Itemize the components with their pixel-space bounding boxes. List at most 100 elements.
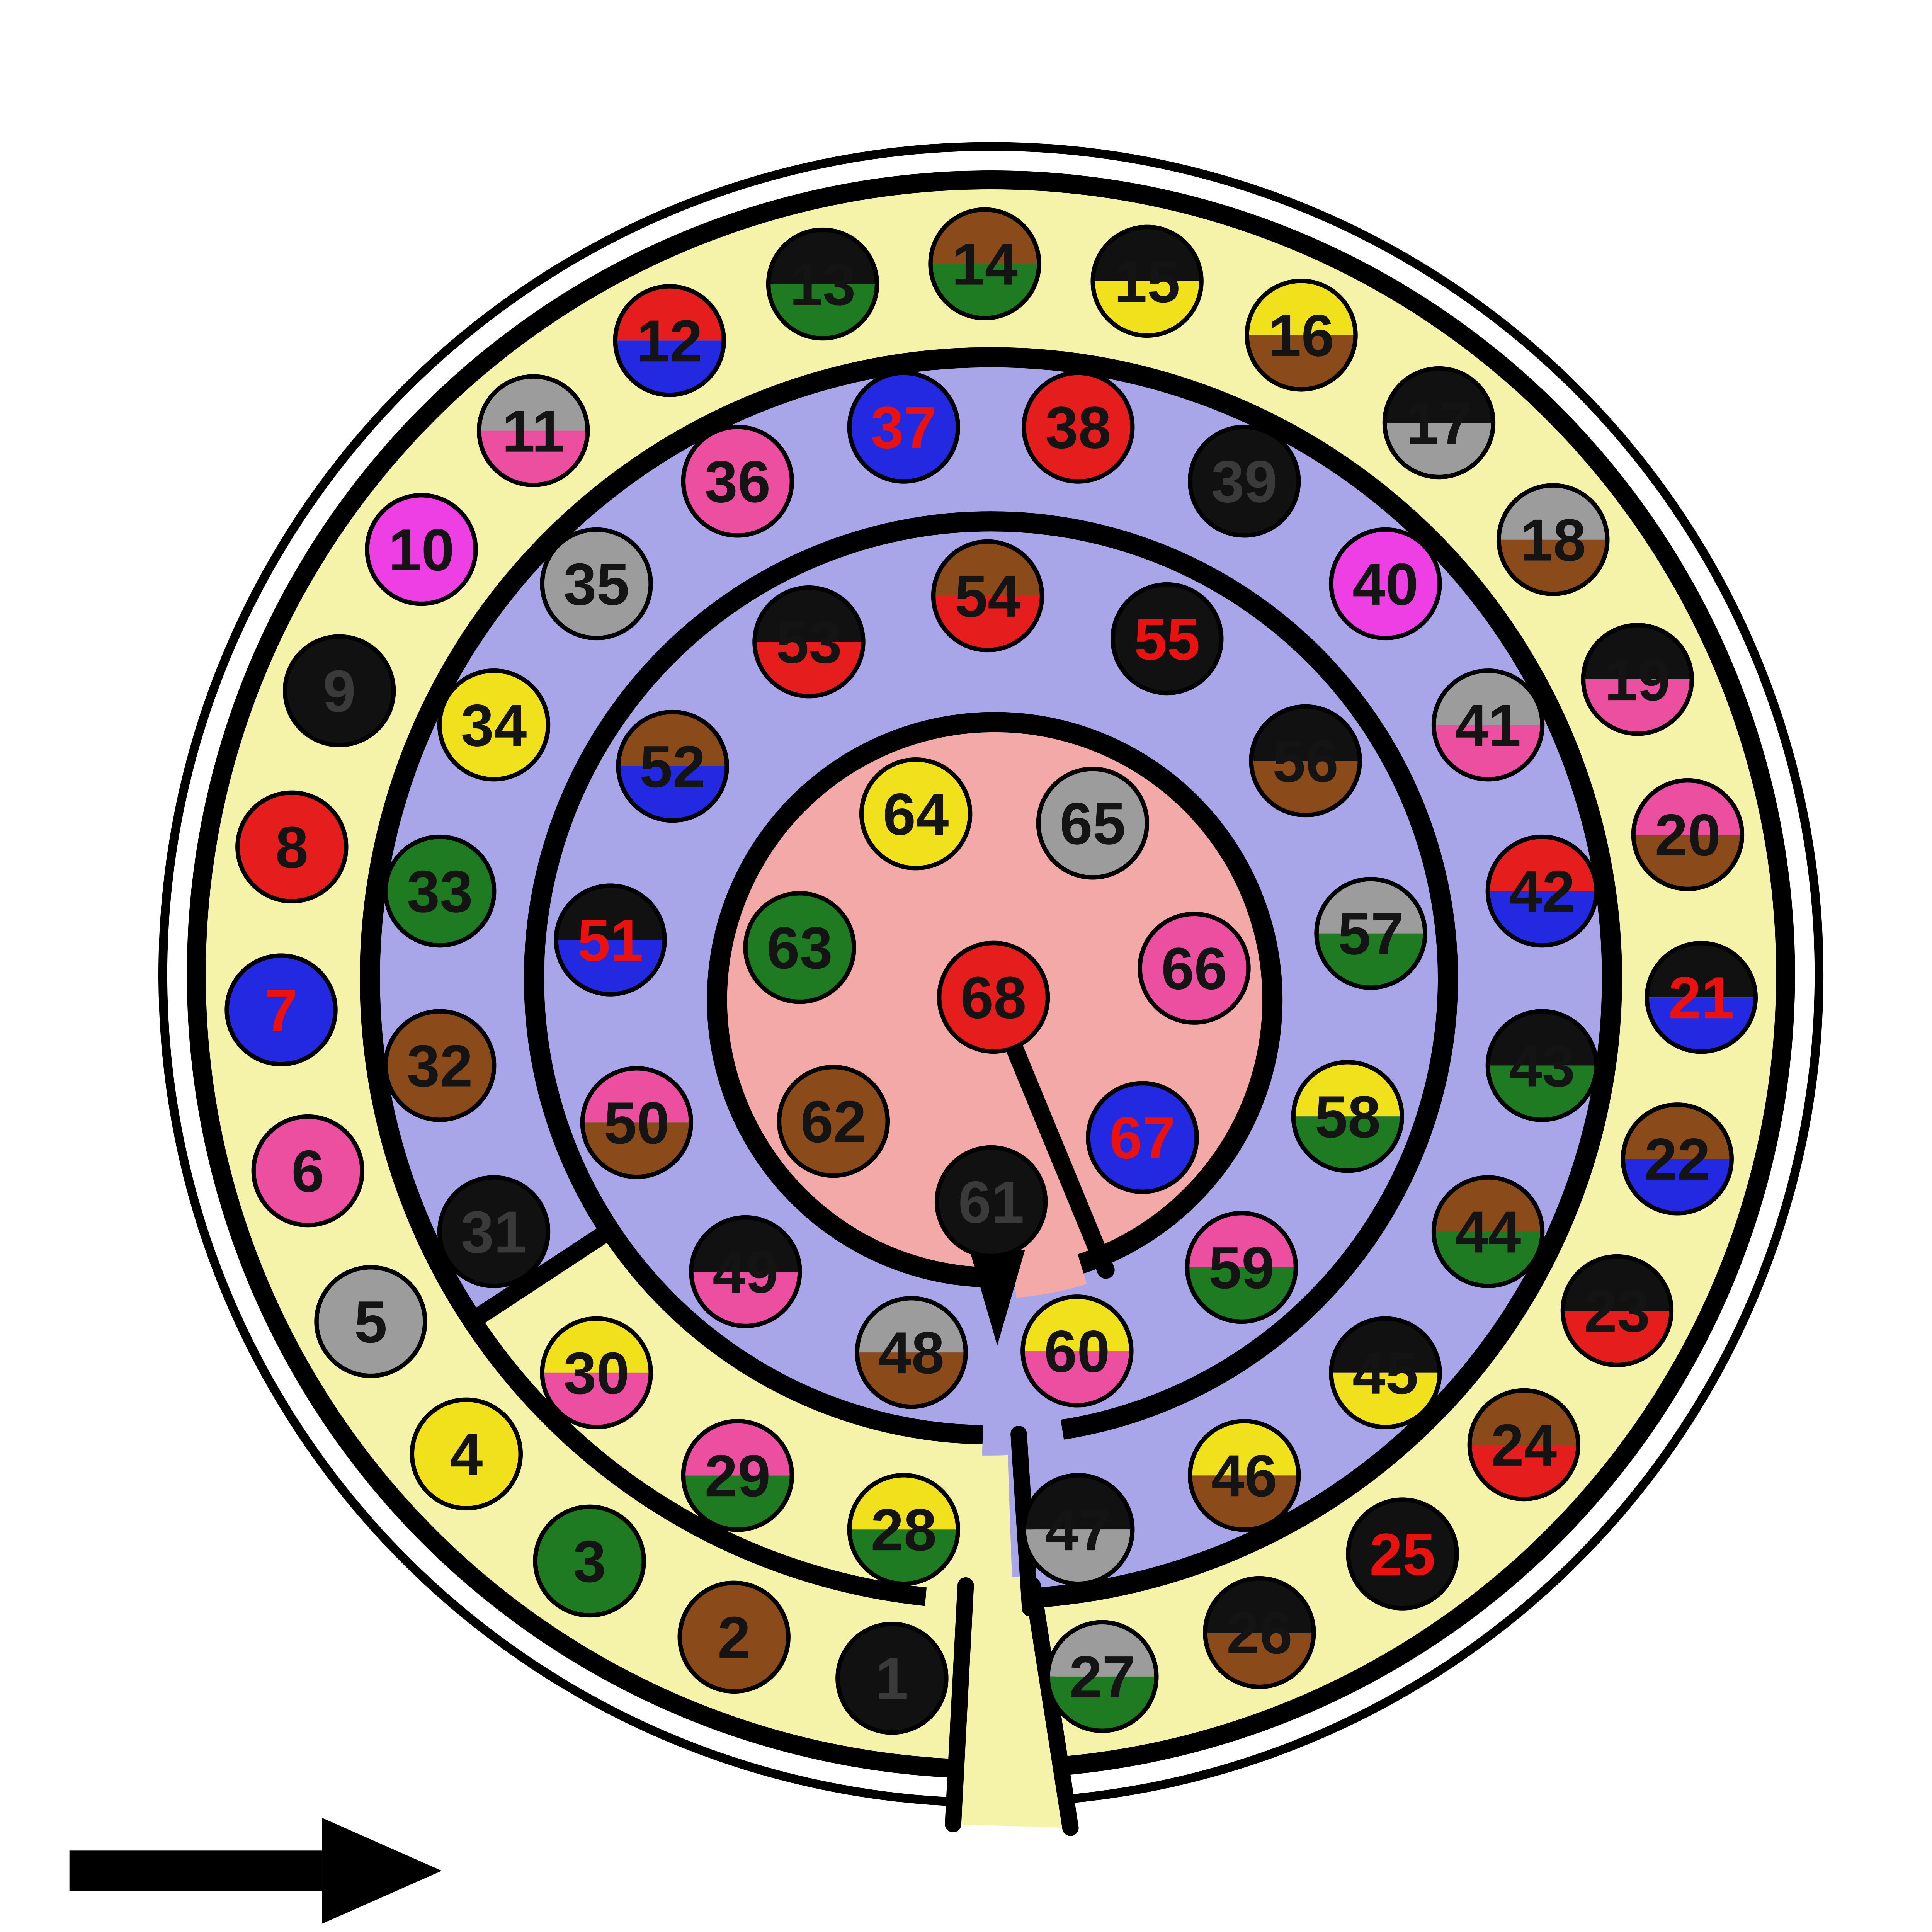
cell-outline (855, 1296, 968, 1409)
cell-disc (1188, 425, 1301, 538)
cell-57: 57 (1314, 877, 1427, 990)
cell-bottom-half (849, 1529, 958, 1584)
cell-number: 5 (354, 1289, 387, 1355)
center-disc-crossing (1012, 1243, 1087, 1298)
cell-65: 65 (1036, 767, 1150, 880)
cell-number: 61 (958, 1169, 1024, 1235)
cell-bottom-half (768, 284, 877, 338)
cell-bottom-half (1251, 760, 1360, 815)
cell-15: 15 (1090, 224, 1204, 338)
cell-number: 12 (636, 308, 702, 374)
cell-top-half (1251, 706, 1360, 761)
cell-top-half (754, 587, 863, 642)
cell-number: 38 (1045, 394, 1111, 461)
cell-7: 7 (224, 953, 338, 1066)
cell-bottom-half (542, 1372, 651, 1427)
cell-outline (1022, 1473, 1135, 1586)
cell-number: 27 (1069, 1644, 1135, 1710)
cell-66: 66 (1138, 912, 1251, 1025)
cell-number: 43 (1509, 1033, 1575, 1099)
cell-63: 63 (743, 891, 856, 1004)
cell-number: 7 (265, 977, 298, 1043)
cell-outline (681, 1419, 794, 1532)
cell-bottom-half (683, 1475, 792, 1530)
cell-36: 36 (681, 425, 794, 538)
cell-top-half (479, 376, 588, 431)
cell-46: 46 (1188, 1419, 1301, 1532)
cell-35: 35 (540, 527, 653, 641)
cell-top-half (542, 1318, 651, 1373)
cell-outline (580, 1066, 694, 1179)
cell-39: 39 (1188, 425, 1301, 538)
cell-bottom-half (1331, 1372, 1440, 1427)
cell-outline (1485, 834, 1599, 948)
cell-number: 67 (1109, 1105, 1175, 1171)
cell-disc (934, 1145, 1048, 1259)
cell-disc (677, 1580, 791, 1694)
cell-number: 51 (577, 907, 643, 973)
cell-number: 33 (407, 858, 473, 925)
cell-outline (1621, 1102, 1734, 1216)
cell-disc (437, 668, 551, 782)
cell-bottom-half (1488, 1065, 1597, 1120)
cell-bottom-half (1187, 1267, 1296, 1322)
cell-top-half (1434, 670, 1543, 725)
cell-number: 15 (1114, 248, 1180, 315)
cell-disc (314, 1265, 427, 1378)
cell-bottom-half (1434, 1231, 1543, 1286)
cell-number: 30 (563, 1340, 629, 1406)
cell-top-half (1024, 1475, 1133, 1530)
cell-number: 57 (1338, 900, 1404, 967)
cell-bottom-half (1633, 835, 1742, 889)
cell-bottom-half (930, 264, 1039, 318)
cell-outline (928, 207, 1041, 320)
cell-62: 62 (777, 1065, 890, 1178)
cell-3: 3 (533, 1504, 646, 1618)
cell-bottom-half (1093, 281, 1202, 336)
cell-disc (681, 425, 794, 538)
cell-17: 17 (1382, 366, 1496, 480)
cell-outline (766, 227, 879, 341)
cell-top-half (1647, 943, 1756, 998)
cell-top-half (933, 541, 1042, 596)
cell-outline (1090, 224, 1204, 338)
cell-number: 39 (1211, 448, 1277, 515)
cell-28: 28 (847, 1473, 960, 1586)
cell-47: 47 (1022, 1473, 1135, 1586)
cell-34: 34 (437, 668, 551, 782)
cell-bottom-half (754, 642, 863, 696)
cell-disc (1086, 1081, 1199, 1194)
cell-top-half (1563, 1256, 1672, 1311)
cell-58: 58 (1291, 1060, 1404, 1173)
cell-51: 51 (554, 883, 667, 997)
cell-44: 44 (1431, 1175, 1545, 1288)
cell-25: 25 (1346, 1497, 1459, 1611)
cell-bottom-half (857, 1352, 966, 1407)
cell-29: 29 (681, 1419, 794, 1532)
cell-disc (533, 1504, 646, 1618)
cell-number: 29 (704, 1442, 770, 1509)
cell-number: 23 (1584, 1278, 1650, 1344)
cell-outline (931, 539, 1044, 653)
cell-outline (1249, 704, 1362, 818)
cell-bottom-half (1024, 1529, 1133, 1584)
cell-bottom-half (1623, 1159, 1732, 1213)
cell-number: 18 (1520, 507, 1586, 573)
cell-number: 13 (790, 251, 856, 318)
cell-outline (616, 709, 729, 823)
cell-bottom-half (1190, 1475, 1299, 1530)
cell-number: 28 (871, 1497, 937, 1563)
cell-bottom-half (556, 940, 665, 995)
cell-disc (847, 371, 960, 484)
cell-disc (383, 1009, 497, 1122)
cell-top-half (1247, 281, 1356, 335)
cell-bottom-half (1022, 1351, 1131, 1405)
cell-60: 60 (1020, 1294, 1134, 1408)
cell-number: 1 (876, 1645, 908, 1712)
cell-top-half (849, 1475, 958, 1530)
cell-9: 9 (282, 634, 396, 747)
cell-number: 31 (461, 1199, 527, 1265)
cell-outline (847, 1473, 960, 1586)
cell-outline (1431, 668, 1545, 782)
